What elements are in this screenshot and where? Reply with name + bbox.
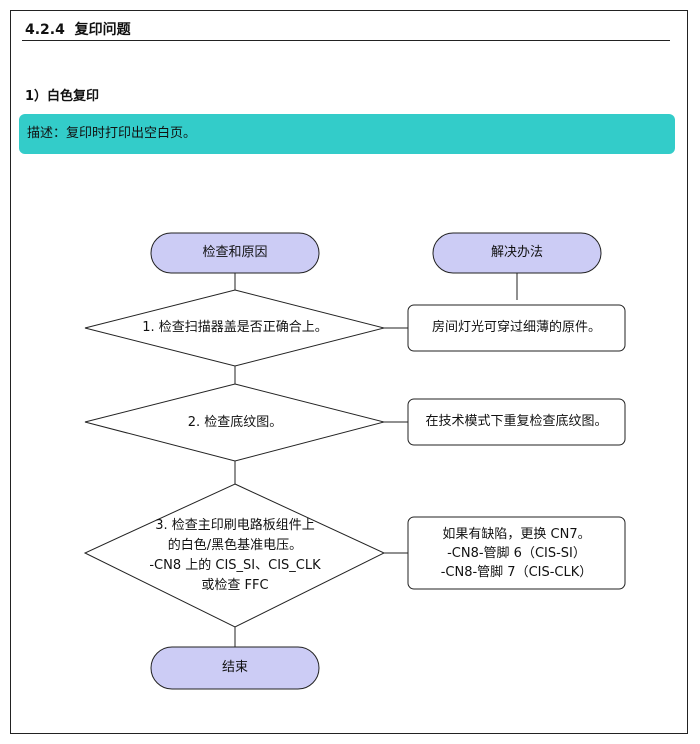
decision-3-line: 或检查 FFC bbox=[201, 577, 269, 593]
flowchart-connectors bbox=[234, 273, 518, 647]
decision-1 bbox=[84, 289, 385, 367]
description-box: 描述：复印时打印出空白页。 bbox=[19, 114, 675, 154]
subsection-title: 1）白色复印 bbox=[25, 89, 100, 104]
solution-box-1 bbox=[407, 304, 626, 352]
end-label: 结束 bbox=[221, 660, 248, 675]
solution-3-line: -CN8-管脚 7（CIS-CLK） bbox=[440, 564, 593, 580]
decision-3-text: 3. 检查主印刷电路板组件上 的白色/黑色基准电压。 -CN8 上的 CIS_S… bbox=[85, 484, 385, 627]
section-title: 复印问题 bbox=[74, 22, 131, 38]
solution-3-line: -CN8-管脚 6（CIS-SI） bbox=[447, 545, 586, 561]
decision-3-line: 3. 检查主印刷电路板组件上 bbox=[155, 517, 315, 533]
solution-box-3 bbox=[407, 516, 626, 590]
solution-1-text: 房间灯光可穿过细薄的原件。 bbox=[431, 320, 601, 335]
start-terminal bbox=[150, 232, 320, 274]
description-text: 描述：复印时打印出空白页。 bbox=[27, 126, 197, 141]
decision-3 bbox=[83, 483, 386, 628]
solution-header-label: 解决办法 bbox=[490, 245, 543, 260]
start-label: 检查和原因 bbox=[202, 245, 268, 260]
decision-3-line: -CN8 上的 CIS_SI、CIS_CLK bbox=[149, 557, 321, 573]
solution-2-text: 在技术模式下重复检查底纹图。 bbox=[425, 414, 608, 429]
heading-rule bbox=[22, 40, 670, 41]
solution-header-terminal bbox=[432, 232, 602, 274]
solution-3-text: 如果有缺陷，更换 CN7。 -CN8-管脚 6（CIS-SI） -CN8-管脚 … bbox=[408, 517, 625, 589]
page-frame bbox=[10, 10, 688, 734]
decision-1-text: 1. 检查扫描器盖是否正确合上。 bbox=[142, 320, 328, 335]
solution-3-line: 如果有缺陷，更换 CN7。 bbox=[442, 526, 591, 542]
decision-2 bbox=[84, 383, 386, 462]
decision-2-text: 2. 检查底纹图。 bbox=[187, 414, 283, 430]
section-heading: 4.2.4 复印问题 bbox=[25, 19, 131, 39]
solution-box-2 bbox=[407, 398, 626, 446]
section-number: 4.2.4 bbox=[25, 22, 65, 38]
decision-3-line: 的白色/黑色基准电压。 bbox=[167, 537, 303, 553]
end-terminal bbox=[150, 646, 320, 690]
